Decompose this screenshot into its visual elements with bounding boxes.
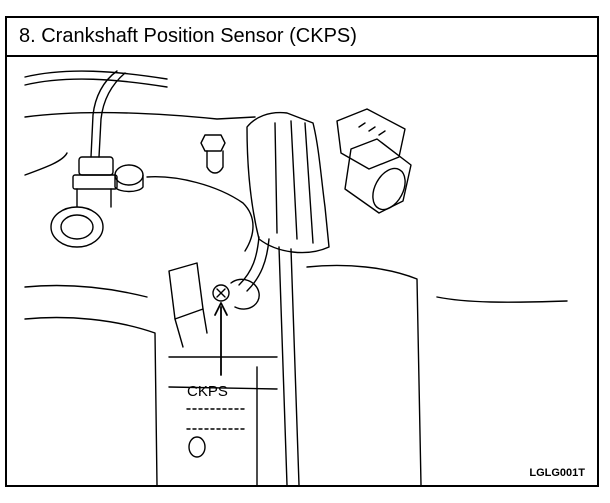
lower-detail bbox=[186, 408, 248, 430]
block-top-edge bbox=[24, 111, 256, 120]
ckps-callout-label: CKPS bbox=[187, 383, 228, 400]
sensor-housing bbox=[246, 111, 330, 254]
connector-upper bbox=[336, 108, 406, 170]
ckps-bracket bbox=[168, 262, 204, 320]
sensor-cable-outer bbox=[238, 236, 260, 286]
left-hose-outer bbox=[90, 70, 118, 158]
block-left-contour bbox=[24, 152, 68, 176]
connector-socket bbox=[372, 167, 406, 211]
left-boss-outer bbox=[50, 206, 104, 248]
callout-arrowhead bbox=[214, 302, 228, 316]
block-mid-contour bbox=[146, 176, 254, 252]
figure-frame: 8. Crankshaft Position Sensor (CKPS) bbox=[5, 16, 599, 487]
connector-ridges bbox=[358, 122, 386, 136]
figure-title: 8. Crankshaft Position Sensor (CKPS) bbox=[19, 25, 357, 47]
figure-header: 8. Crankshaft Position Sensor (CKPS) bbox=[7, 18, 597, 57]
housing-rib-1 bbox=[274, 122, 278, 234]
bolt-shank bbox=[206, 150, 224, 174]
ckps-body bbox=[230, 278, 260, 310]
housing-rib-2 bbox=[290, 120, 298, 240]
connector-lower bbox=[344, 138, 412, 214]
small-boss-side bbox=[114, 174, 144, 193]
block-lower-edge bbox=[24, 284, 148, 298]
upper-cable-bottom bbox=[24, 78, 168, 88]
upper-cable-top bbox=[24, 70, 168, 80]
left-plug-body bbox=[78, 156, 114, 176]
lower-block-lines bbox=[168, 356, 278, 390]
bracket-legs bbox=[174, 308, 208, 348]
ckps-mount-bolt bbox=[212, 284, 230, 302]
figure-code: LGLG001T bbox=[529, 467, 585, 479]
lower-block-left bbox=[24, 316, 158, 485]
left-boss-inner bbox=[60, 214, 94, 240]
sensor-cable-inner bbox=[246, 238, 270, 292]
bolt-head bbox=[200, 134, 226, 152]
small-boss bbox=[114, 164, 144, 186]
right-frame bbox=[306, 264, 422, 485]
left-plug-nut bbox=[72, 174, 118, 190]
left-plug-shaft bbox=[76, 188, 112, 208]
left-hose-inner bbox=[98, 72, 126, 158]
engine-illustration: CKPS LGLG001T bbox=[7, 57, 597, 485]
ckps-bolt-cross bbox=[216, 288, 226, 298]
housing-rib-3 bbox=[304, 122, 314, 244]
vertical-pipe bbox=[278, 246, 300, 485]
engine-line-drawing bbox=[24, 70, 568, 485]
lower-hole bbox=[188, 436, 206, 458]
right-surface bbox=[436, 296, 568, 303]
